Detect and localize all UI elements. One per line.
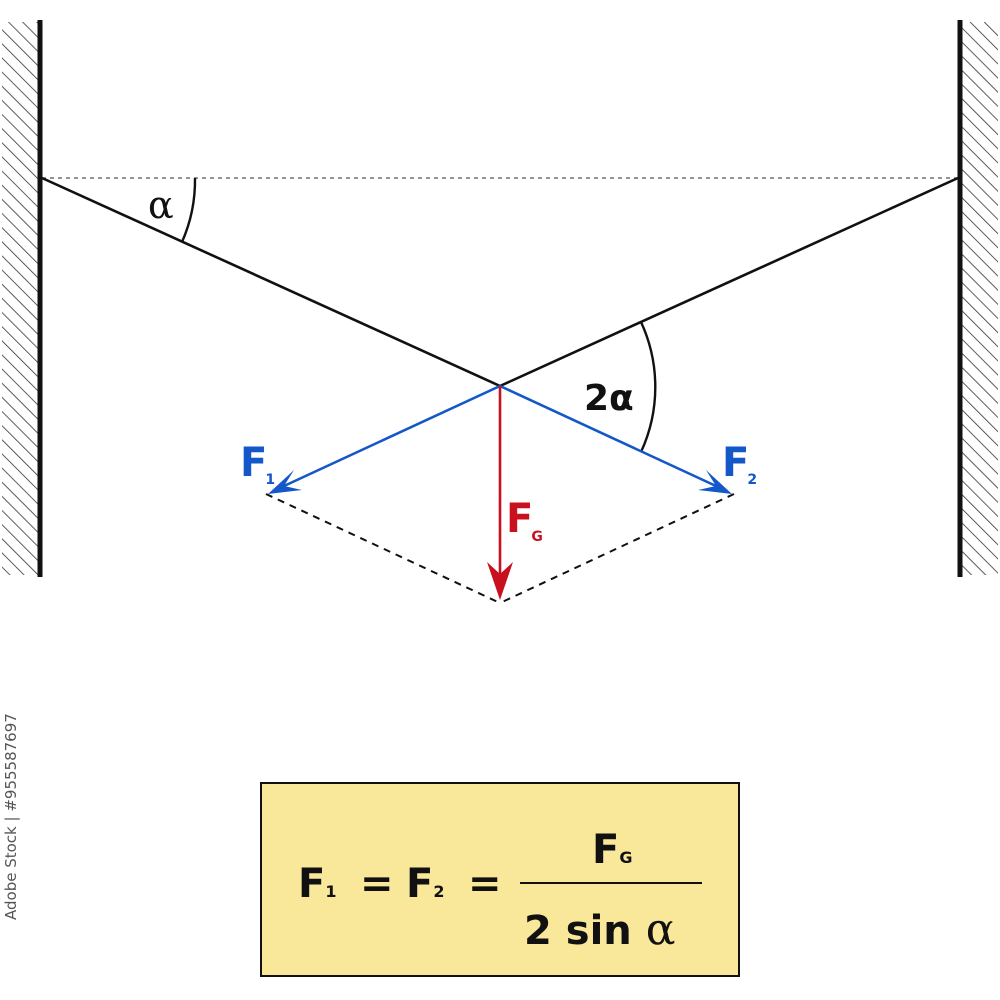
formula-numerator-sub: G xyxy=(619,848,633,867)
formula-f1-sub: 1 xyxy=(325,882,337,901)
f2-label-letter: F xyxy=(722,440,749,486)
f1-label-letter: F xyxy=(240,440,267,486)
formula-denominator-alpha: α xyxy=(645,904,676,955)
stock-id-text: 955587697 xyxy=(2,713,20,800)
two-alpha-label: 2α xyxy=(584,378,634,419)
fg-vector xyxy=(487,386,513,600)
formula-equals-1: = xyxy=(360,861,394,907)
formula-denominator-text: 2 sin xyxy=(524,908,632,954)
f2-label: F2 xyxy=(722,440,757,488)
formula-numerator: FG xyxy=(592,830,632,878)
two-alpha-arc xyxy=(639,321,657,453)
formula-numerator-letter: F xyxy=(592,827,620,873)
alpha-label: α xyxy=(148,183,174,227)
left-wall xyxy=(2,20,43,577)
f1-label: F1 xyxy=(240,440,275,488)
formula-f2: F2 xyxy=(406,864,444,912)
formula-f1-letter: F xyxy=(298,861,326,907)
formula-f1: F1 xyxy=(298,864,336,912)
stock-brand-text: Adobe Stock xyxy=(2,826,20,920)
formula-denominator: 2 sin α xyxy=(524,908,675,954)
fg-label-sub: G xyxy=(531,529,543,545)
f2-label-sub: 2 xyxy=(747,472,757,488)
f1-label-sub: 1 xyxy=(265,472,275,488)
formula-box: F1 = F2 = FG 2 sin α xyxy=(260,782,740,977)
stock-id-watermark: Adobe Stock | #955587697 xyxy=(2,713,20,920)
rope-right xyxy=(499,176,959,388)
formula-equals-2: = xyxy=(468,861,502,907)
f2-vector xyxy=(499,384,732,494)
right-wall xyxy=(957,20,998,577)
fg-label-letter: F xyxy=(506,496,533,542)
formula: F1 = F2 = FG 2 sin α xyxy=(262,784,738,975)
formula-f2-letter: F xyxy=(406,861,434,907)
fraction-bar xyxy=(520,882,702,884)
rope-left xyxy=(41,176,501,388)
formula-f2-sub: 2 xyxy=(433,882,445,901)
parallelogram-right xyxy=(499,493,735,604)
fg-label: FG xyxy=(506,496,543,545)
alpha-arc xyxy=(180,177,197,243)
f1-vector xyxy=(268,384,501,494)
parallelogram-left xyxy=(265,493,501,604)
